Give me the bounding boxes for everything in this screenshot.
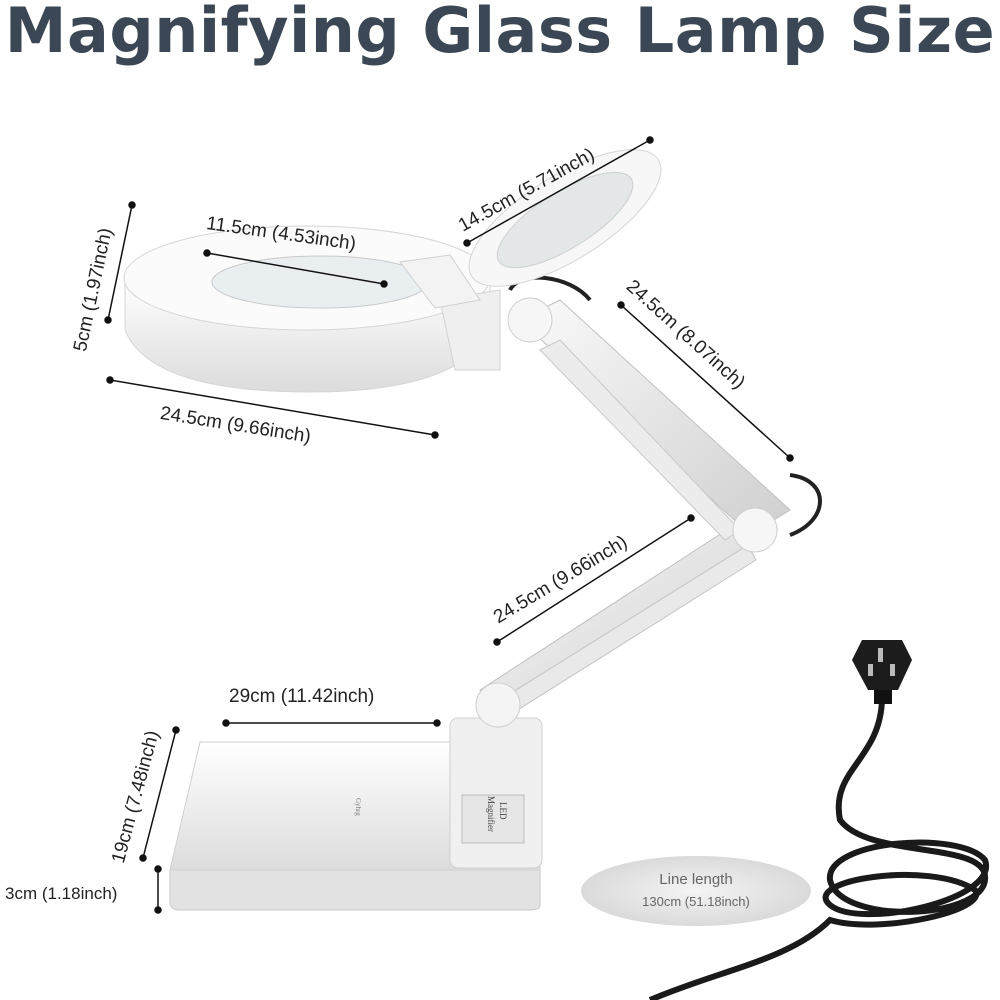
- lamp-base: [169, 717, 543, 911]
- power-plug: [852, 640, 912, 704]
- lens-cover: [399, 149, 662, 309]
- led-tag-line-1: LED: [498, 802, 508, 820]
- dimension-base-width: 29cm (11.42inch): [229, 686, 375, 707]
- page-title: Magnifying Glass Lamp Size: [4, 0, 996, 67]
- cable-length-badge: Line length 130cm (51.18inch): [581, 856, 811, 926]
- base-logo: Gyhrg: [354, 798, 362, 816]
- led-tag-line-2: Magnifier: [486, 796, 496, 832]
- cable-length-label: Line length: [659, 871, 733, 888]
- dimension-lines: [104, 136, 794, 914]
- power-cable: [648, 699, 989, 1000]
- dimension-base-height: 3cm (1.18inch): [5, 884, 118, 903]
- magnifier-head: [123, 149, 662, 393]
- lower-arm: [475, 519, 757, 728]
- upper-arm: [507, 275, 822, 553]
- cable-length-value: 130cm (51.18inch): [642, 894, 750, 909]
